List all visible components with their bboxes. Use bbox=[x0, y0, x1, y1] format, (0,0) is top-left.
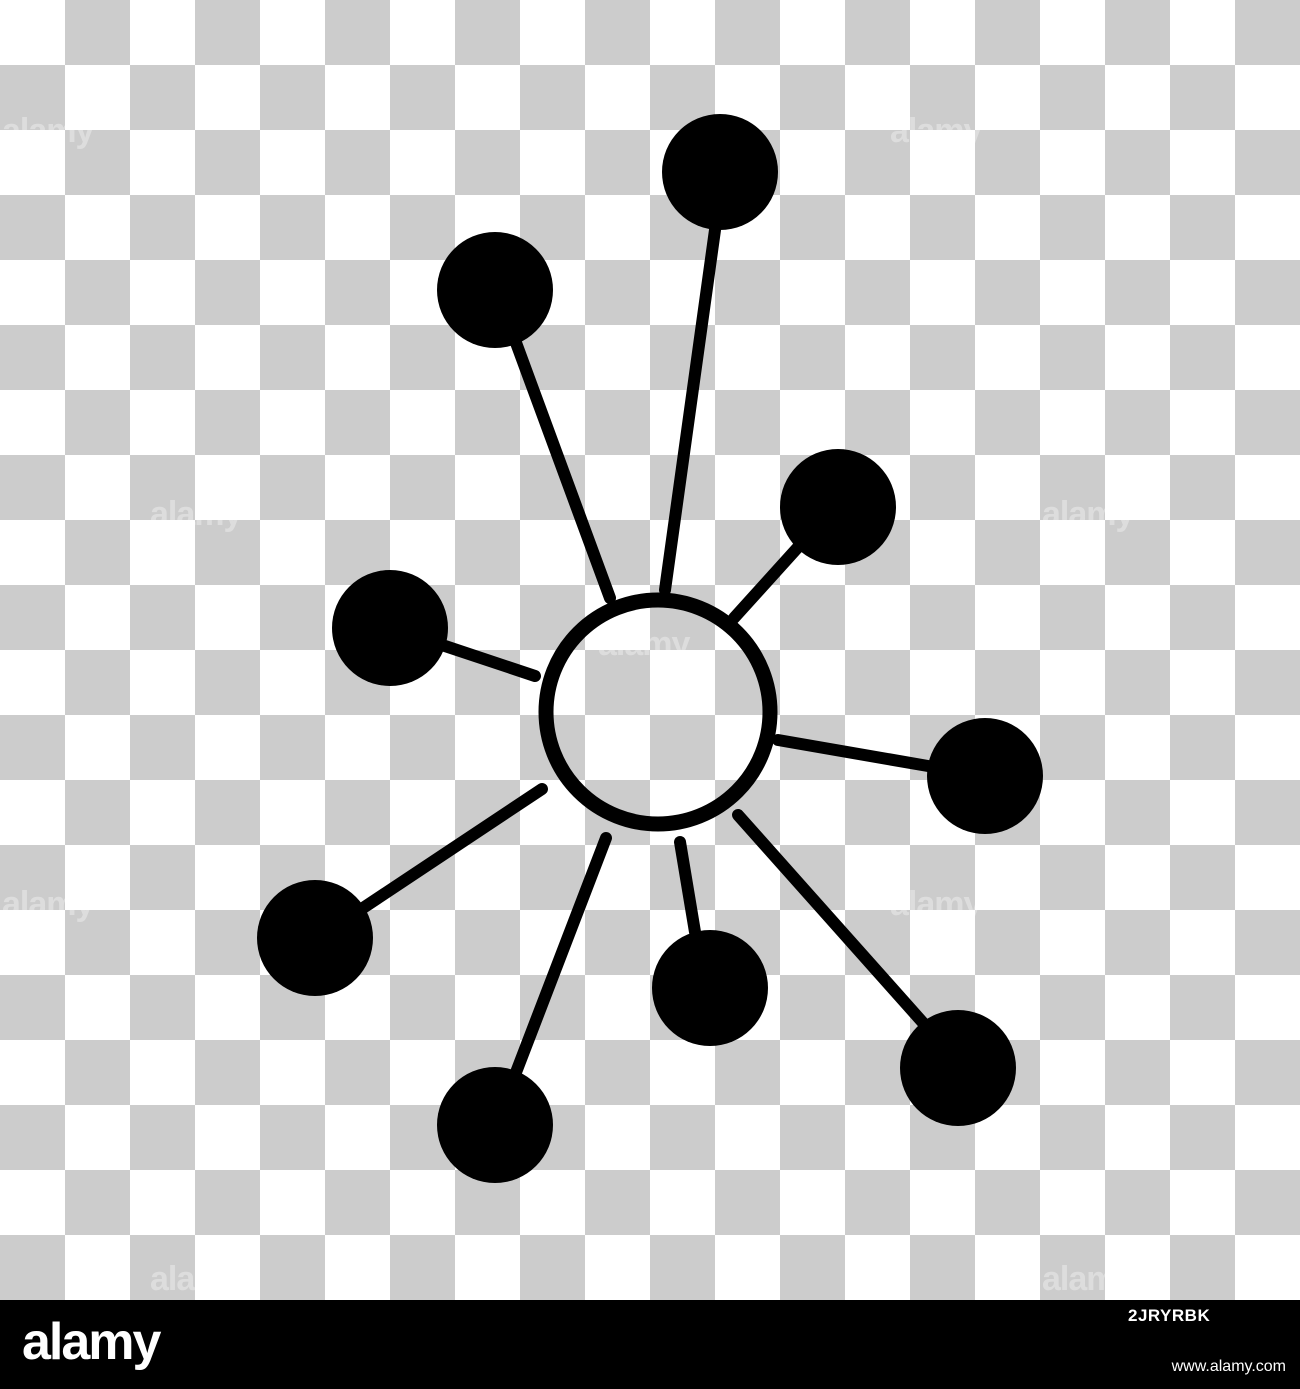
connector-line bbox=[728, 539, 806, 624]
site-url: www.alamy.com bbox=[1171, 1358, 1286, 1375]
node-dot bbox=[437, 1067, 553, 1183]
connector-line bbox=[509, 832, 612, 1081]
node-dot bbox=[927, 718, 1043, 834]
connector-line bbox=[674, 836, 701, 938]
watermark-text: alamy bbox=[1042, 495, 1134, 533]
connector-line bbox=[439, 640, 541, 682]
node-dot bbox=[332, 570, 448, 686]
watermark-text: alamy bbox=[890, 885, 982, 923]
watermark-text: alamy bbox=[890, 112, 982, 150]
node-dot bbox=[652, 930, 768, 1046]
connector-line bbox=[354, 783, 548, 916]
connector-line bbox=[659, 224, 721, 596]
watermark-text: alamy bbox=[2, 112, 94, 150]
hub-circle bbox=[538, 592, 778, 832]
connector-line bbox=[732, 809, 931, 1031]
watermark-text: alamy bbox=[598, 625, 690, 663]
node-dot bbox=[900, 1010, 1016, 1126]
watermark-text: alamy bbox=[150, 1260, 242, 1298]
transparent-checkerboard-background: alamy alamy alamy alamy alamy alamy alam… bbox=[0, 0, 1300, 1300]
footer-bar: alamy 2JRYRBK www.alamy.com bbox=[0, 1300, 1300, 1389]
watermark-layer: alamy alamy alamy alamy alamy alamy alam… bbox=[0, 0, 1300, 1300]
connector-line bbox=[509, 334, 616, 604]
brand-logo: alamy bbox=[22, 1313, 161, 1371]
watermark-text: alamy bbox=[1042, 1260, 1134, 1298]
network-hub-icon bbox=[257, 114, 1043, 1183]
watermark-text: alamy bbox=[2, 885, 94, 923]
connector-line bbox=[772, 734, 934, 772]
node-dot bbox=[780, 449, 896, 565]
node-dot bbox=[662, 114, 778, 230]
node-dot bbox=[437, 232, 553, 348]
watermark-text: alamy bbox=[150, 495, 242, 533]
image-id-label: 2JRYRBK bbox=[1128, 1306, 1211, 1325]
node-dot bbox=[257, 880, 373, 996]
